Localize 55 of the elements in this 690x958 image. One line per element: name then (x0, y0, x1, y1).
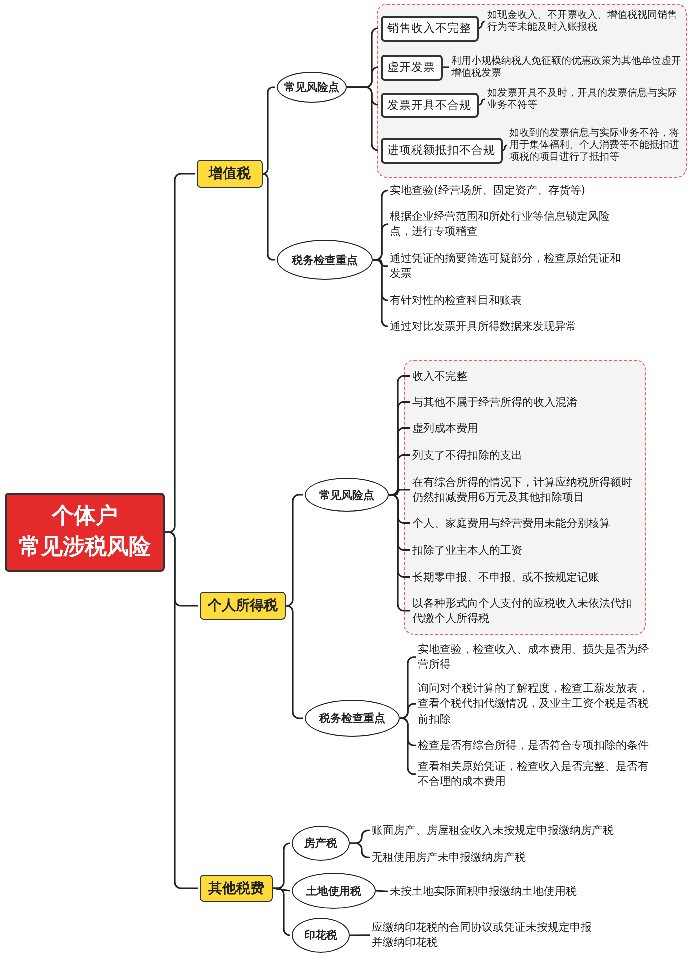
list-item: 收入不完整 (412, 368, 638, 384)
dashed-group-box (404, 360, 646, 635)
note-text: 如现金收入、不开票收入、增值税视同销售行为等未能及时入账报税 (488, 10, 684, 34)
topic-oval: 房产税 (292, 826, 350, 861)
note-text: 如发票开具不及时，开具的发票信息与实际业务不符等 (488, 88, 684, 112)
connector-line (165, 532, 198, 890)
list-item: 询问对个税计算的了解程度，检查工薪发放表，查看个税代扣代缴情况，及业主工资个税是否税前扣除 (418, 681, 658, 728)
list-item: 扣除了业主本人的工资 (412, 542, 638, 558)
category-box: 其他税费 (200, 875, 273, 902)
category-box: 增值税 (197, 160, 263, 188)
list-item: 个人、家庭费用与经营费用未能分别核算 (412, 516, 640, 531)
list-item: 通过对比发票开具所得数据来发现异常 (390, 319, 650, 334)
category-box: 个人所得税 (200, 592, 286, 620)
list-item: 账面房产、房屋租金收入未按规定申报缴纳房产税 (372, 823, 652, 838)
list-item: 检查是否有综合所得，是否符合专项扣除的条件 (418, 738, 663, 754)
list-item: 长期零申报、不申报、或不按规定记账 (412, 570, 638, 585)
connector-line (502, 144, 508, 152)
title-text: 个体户 (52, 502, 118, 531)
connector-line (350, 842, 370, 858)
list-item: 虚列成本费用 (412, 420, 638, 436)
connector-line (376, 890, 388, 892)
connector-line (400, 703, 416, 720)
list-item: 实地查验(经营场所、固定资产、存货等) (390, 183, 650, 198)
list-item: 无租使用房产未申报缴纳房产税 (372, 850, 652, 866)
topic-oval: 土地使用税 (292, 873, 376, 909)
list-item: 实地查验，检查收入、成本费用、损失是否为经营所得 (418, 642, 658, 673)
list-item: 以各种形式向个人支付的应税收入未依法代扣代缴个人所得税 (412, 596, 640, 626)
topic-oval: 税务检查重点 (277, 240, 373, 280)
risk-box: 发票开具不合规 (380, 92, 478, 118)
list-item: 与其他不属于经营所得的收入混淆 (412, 394, 638, 410)
dashed-group-box (377, 4, 687, 178)
topic-oval: 常见风险点 (277, 72, 347, 103)
list-item: 列支了不得扣除的支出 (412, 448, 638, 463)
list-item: 在有综合所得的情况下，计算应纳税所得额时仍然扣减费用6万元及其他扣除项目 (412, 474, 640, 506)
connector-line (273, 888, 291, 936)
list-item: 查看相关原始凭证，检查收入是否完整、是否有不合理的成本费用 (418, 759, 658, 790)
connector-line (478, 20, 486, 30)
list-item: 未按土地实际面积申报缴纳土地使用税 (390, 884, 650, 900)
connector-line (350, 934, 370, 936)
risk-box: 虚开发票 (380, 54, 442, 80)
risk-box: 进项税额抵扣不合规 (380, 138, 502, 164)
risk-box: 销售收入不完整 (380, 16, 478, 42)
note-text: 利用小规模纳税人免征额的优惠政策为其他单位虚开增值税发票 (452, 56, 684, 80)
title-text: 常见涉税风险 (19, 534, 151, 562)
connector-line (442, 66, 450, 68)
list-item: 通过凭证的摘要筛选可疑部分，检查原始凭证和发票 (390, 251, 630, 282)
topic-oval: 税务检查重点 (305, 700, 400, 737)
list-item: 应缴纳印花税的合同协议或凭证未按规定申报并缴纳印花税 (372, 920, 602, 951)
note-text: 如收到的发票信息与实际业务不符，将用于集体福利、个人消费等不能抵扣进项税的项目进行了抵扣等 (510, 128, 684, 164)
connector-line (373, 259, 389, 328)
topic-oval: 常见风险点 (305, 478, 389, 512)
connector-line (478, 98, 486, 106)
topic-oval: 印花税 (292, 918, 350, 953)
list-item: 根据企业经营范围和所处行业等信息锁定风险点，进行专项稽查 (390, 209, 625, 240)
list-item: 有针对性的检查科目和账表 (390, 293, 610, 308)
